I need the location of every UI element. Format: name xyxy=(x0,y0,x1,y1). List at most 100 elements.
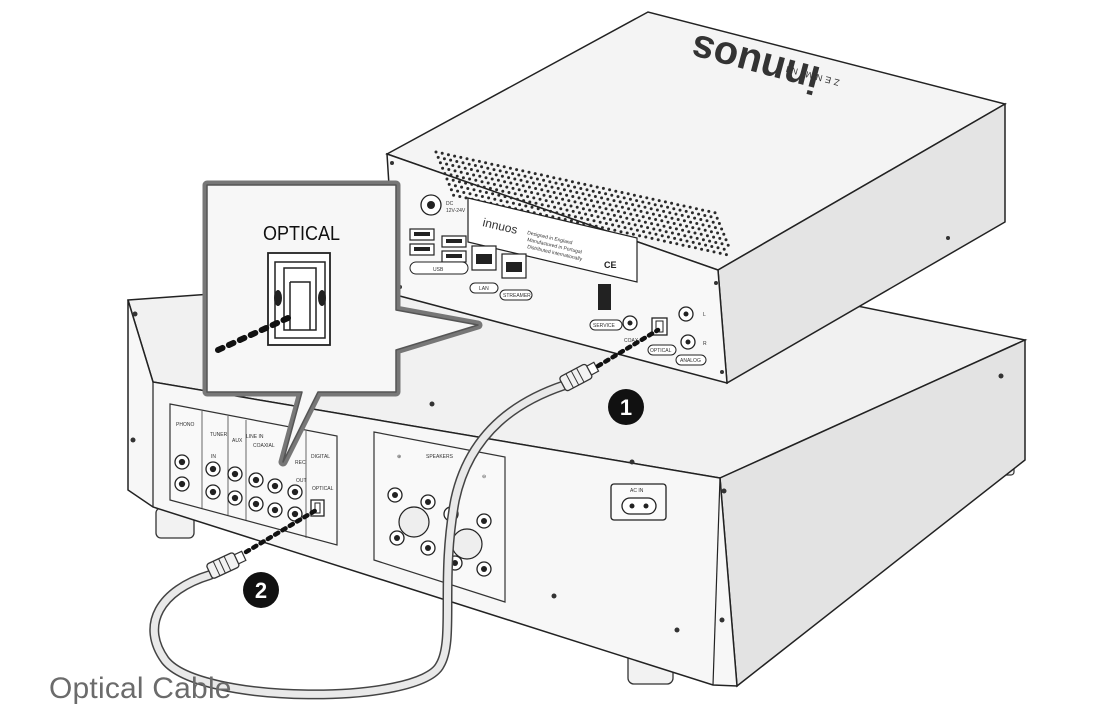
vent-dot xyxy=(507,176,511,180)
lan-port[interactable] xyxy=(471,245,497,271)
vent-dot xyxy=(499,199,503,203)
analog-label: ANALOG xyxy=(680,358,701,364)
vent-dot xyxy=(581,207,585,211)
vent-dot xyxy=(492,168,496,172)
vent-dot xyxy=(565,193,569,197)
vent-dot xyxy=(534,187,538,190)
rca-jacks xyxy=(174,454,303,522)
vent-dot xyxy=(517,173,521,177)
vent-dot xyxy=(468,192,472,196)
vent-dot xyxy=(594,224,598,228)
vent-dot xyxy=(482,170,486,174)
vent-dot xyxy=(669,241,673,244)
vent-dot xyxy=(558,177,562,181)
vent-dot xyxy=(718,236,722,240)
vent-dot xyxy=(638,234,642,238)
vent-dot xyxy=(434,150,438,154)
vent-dot xyxy=(508,166,512,170)
vent-dot xyxy=(604,192,608,196)
vent-dot xyxy=(471,158,475,162)
vent-dot xyxy=(658,228,662,232)
vent-dot xyxy=(679,238,683,242)
vent-dot xyxy=(595,185,599,189)
vent-dot xyxy=(604,222,608,225)
vent-dot xyxy=(566,184,570,188)
coaxial-label: COAXIAL xyxy=(253,443,275,449)
vent-dot xyxy=(477,159,481,163)
vent-dot xyxy=(527,170,531,174)
vent-dot xyxy=(586,218,590,221)
vent-dot xyxy=(610,193,614,197)
vent-dot xyxy=(563,203,567,207)
vent-dot xyxy=(642,230,646,234)
step-marker-2: 2 xyxy=(243,572,279,608)
diagram-caption: Optical Cable xyxy=(49,672,232,705)
vent-dot xyxy=(677,232,681,236)
vent-dot xyxy=(487,196,491,200)
vent-dot xyxy=(674,227,678,231)
vent-dot xyxy=(465,172,469,176)
vent-dot xyxy=(575,205,579,209)
vent-dot xyxy=(673,236,677,240)
vent-dot xyxy=(502,165,506,169)
vent-dot xyxy=(449,158,453,162)
vent-dot xyxy=(687,245,691,248)
vent-dot xyxy=(464,196,468,200)
vent-dot xyxy=(623,226,627,230)
vent-dot xyxy=(703,214,707,217)
vent-dot xyxy=(531,181,535,185)
vent-dot xyxy=(515,168,519,172)
vent-dot xyxy=(608,188,612,192)
vent-dot xyxy=(668,226,672,230)
vent-dot xyxy=(577,196,581,200)
vent-dot xyxy=(544,184,548,188)
vent-dot xyxy=(678,223,682,227)
streamer-port[interactable] xyxy=(501,253,527,279)
vent-dot xyxy=(482,185,486,189)
step-2-number: 2 xyxy=(255,578,267,603)
rec-label: REC xyxy=(295,460,306,466)
vent-dot xyxy=(701,238,705,242)
vent-dot xyxy=(457,180,461,184)
vent-dot xyxy=(496,178,500,182)
vent-dot xyxy=(484,176,488,180)
vent-dot xyxy=(613,228,617,232)
vent-dot xyxy=(722,247,726,251)
vent-dot xyxy=(497,193,501,197)
vent-dot xyxy=(438,161,442,165)
vent-dot xyxy=(447,182,451,186)
vent-dot xyxy=(697,212,701,216)
vent-dot xyxy=(685,239,689,243)
vent-dot xyxy=(501,189,505,193)
vent-dot xyxy=(441,166,445,170)
vent-dot xyxy=(511,186,515,190)
vent-dot xyxy=(455,174,459,178)
optical-callout: OPTICAL xyxy=(202,180,483,467)
vent-dot xyxy=(580,216,584,220)
vent-dot xyxy=(468,177,472,181)
vent-dot xyxy=(464,181,468,185)
vent-dot xyxy=(457,165,461,169)
vent-dot xyxy=(660,219,664,223)
usb-label: USB xyxy=(433,267,444,273)
vent-dot xyxy=(598,205,602,209)
vent-dot xyxy=(533,172,537,176)
out-label: OUT xyxy=(296,478,307,484)
vent-dot xyxy=(459,170,463,174)
vent-dot xyxy=(505,200,509,204)
vent-dot xyxy=(647,216,651,220)
vent-dot xyxy=(513,192,517,196)
vent-dot xyxy=(480,165,484,169)
vent-dot xyxy=(562,188,566,192)
l-label: L xyxy=(703,312,706,318)
vent-dot xyxy=(683,234,687,238)
vent-dot xyxy=(593,195,597,198)
vent-dot xyxy=(527,185,531,189)
service-port[interactable] xyxy=(598,284,611,310)
vent-dot xyxy=(462,191,466,194)
vent-dot xyxy=(650,222,654,226)
vent-dot xyxy=(569,204,573,208)
vent-dot xyxy=(555,211,559,215)
optical-cable xyxy=(149,327,661,700)
